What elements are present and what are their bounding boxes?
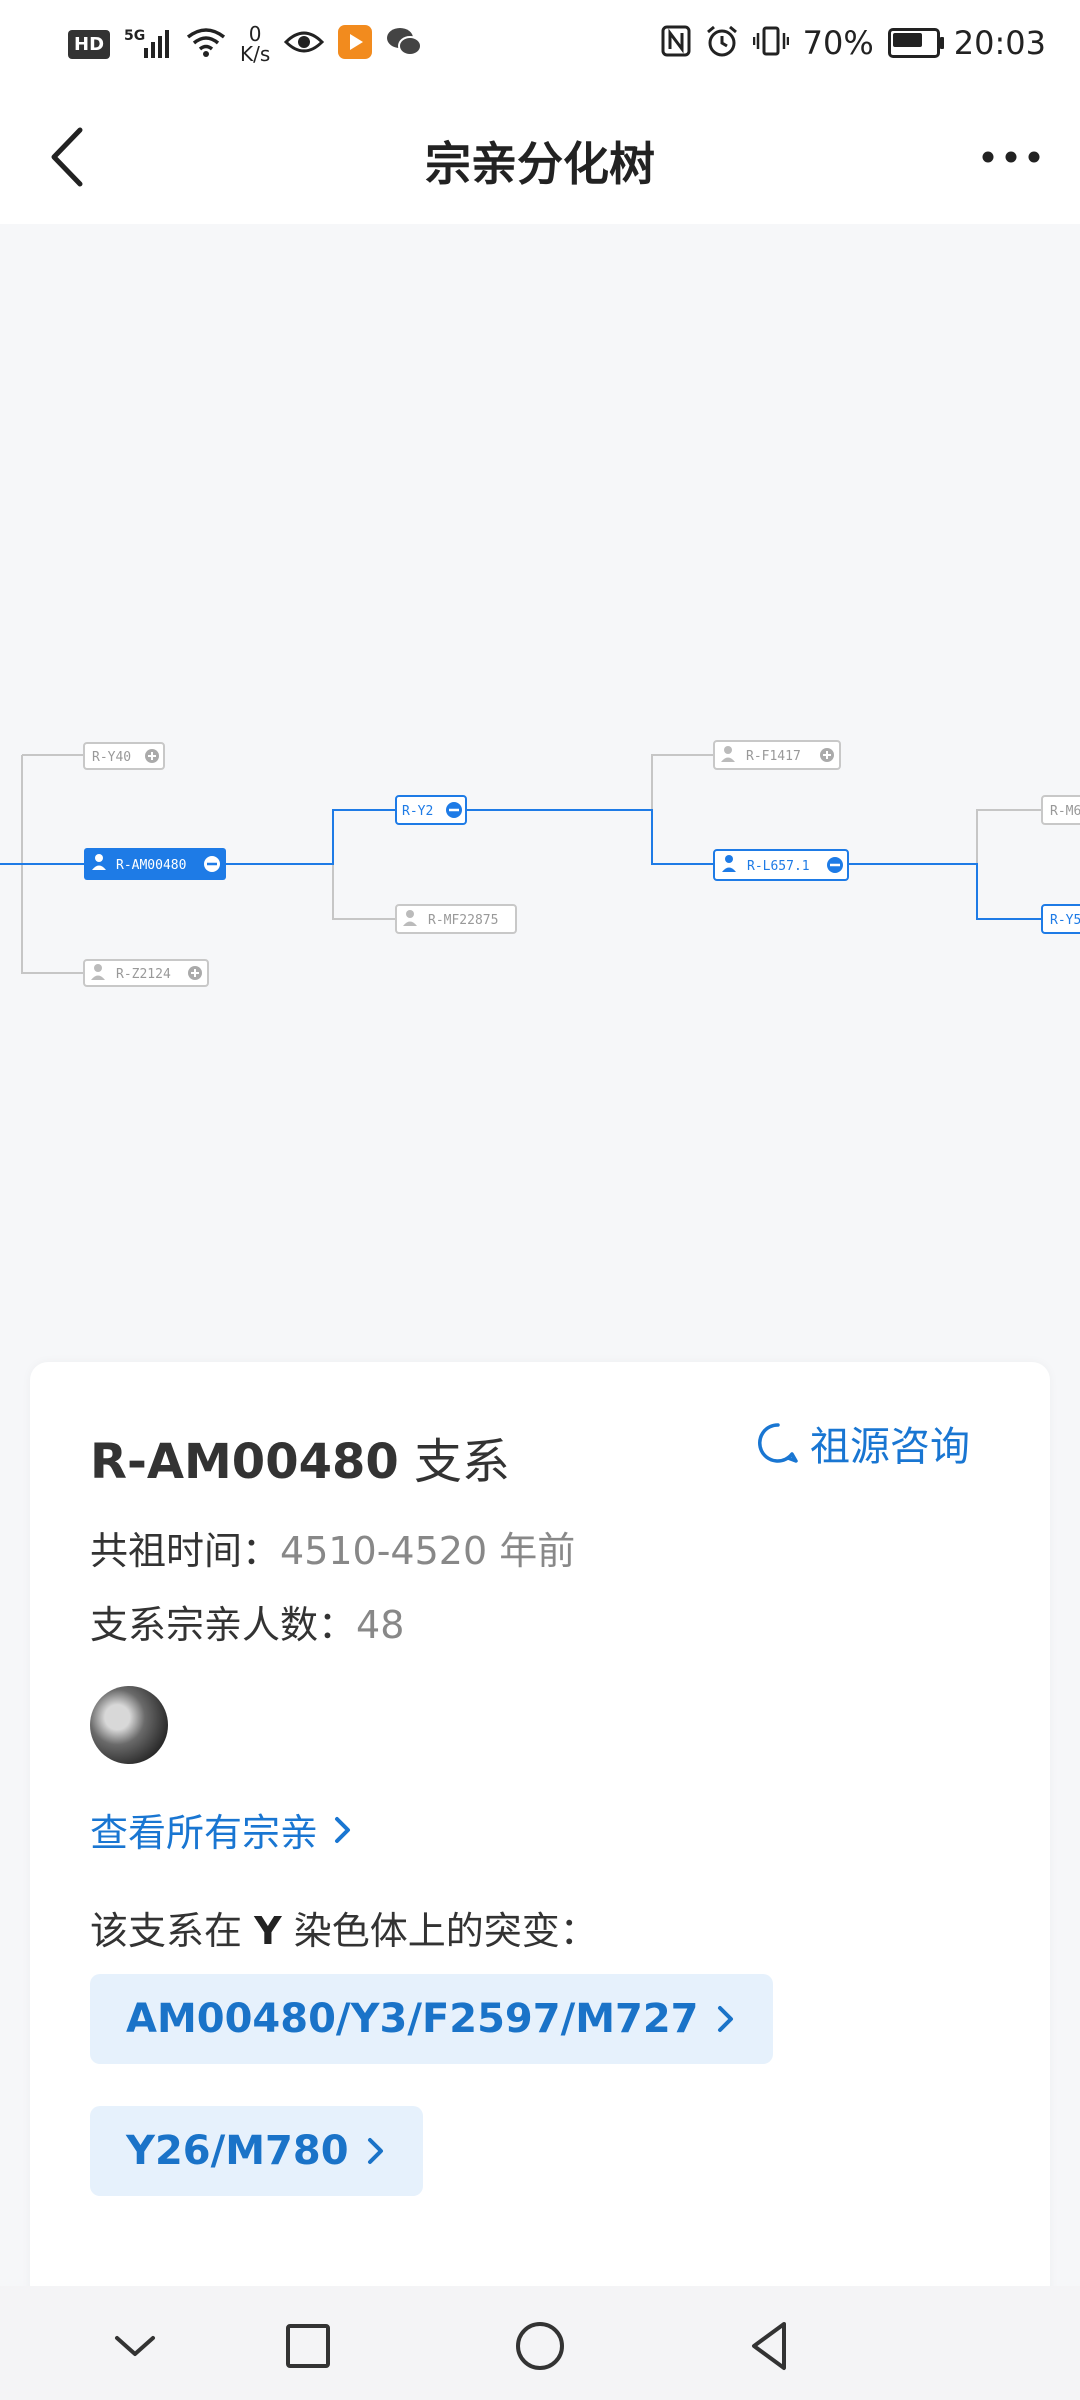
branch-info-card: R-AM00480 支系 祖源咨询 共祖时间：4510-4520 年前 支系宗亲… — [30, 1362, 1050, 2312]
ancestry-consult-label: 祖源咨询 — [810, 1424, 970, 1470]
chevron-right-icon — [717, 2006, 733, 2032]
page-title: 宗亲分化树 — [425, 137, 655, 191]
tree-node-label: R-Y5 — [1050, 913, 1080, 928]
tmrca-row: 共祖时间：4510-4520 年前 — [90, 1520, 575, 1575]
chat-bubble-icon — [758, 1423, 798, 1463]
branch-title-suffix: 支系 — [398, 1434, 511, 1490]
member-count-value: 48 — [356, 1603, 405, 1647]
person-icon — [92, 854, 106, 870]
network-speed-value: 0 — [248, 22, 262, 46]
mutation-chip-label: Y26/M780 — [126, 2128, 349, 2174]
view-all-relatives-label: 查看所有宗亲 — [90, 1811, 319, 1855]
wifi-icon — [186, 26, 226, 62]
lineage-tree-canvas[interactable]: R-Y40 R-AM00480 R-Z2124 — [0, 224, 1080, 1364]
network-speed-unit: K/s — [240, 42, 271, 66]
nav-recents-button[interactable] — [278, 2316, 338, 2376]
battery-icon — [887, 28, 944, 58]
more-dots-icon — [982, 151, 1040, 163]
chevron-down-icon — [115, 2336, 155, 2356]
nav-bar: 宗亲分化树 — [0, 92, 1080, 224]
nav-collapse-button[interactable] — [105, 2316, 165, 2376]
member-count-label: 支系宗亲人数： — [90, 1603, 357, 1647]
battery-percent: 70% — [802, 24, 874, 62]
system-nav-bar — [0, 2286, 1080, 2400]
eye-icon — [284, 28, 325, 60]
mutation-chip[interactable]: AM00480/Y3/F2597/M727 — [90, 1974, 773, 2064]
ancestry-consult-button[interactable]: 祖源咨询 — [756, 1414, 970, 1472]
tree-node-label: R-Y40 — [92, 750, 131, 765]
tree-node-label: R-F1417 — [746, 749, 801, 764]
square-icon — [286, 2324, 330, 2368]
back-button[interactable] — [40, 122, 110, 192]
mutation-chip[interactable]: Y26/M780 — [90, 2106, 423, 2196]
person-icon — [403, 910, 417, 926]
tmrca-label: 共祖时间： — [90, 1529, 281, 1573]
tree-node-z2124[interactable]: R-Z2124 — [83, 959, 209, 987]
nav-home-button[interactable] — [510, 2316, 570, 2376]
mutation-prefix: 该支系在 — [90, 1909, 255, 1953]
mutation-y: Y — [254, 1909, 282, 1953]
mutation-chip-label: AM00480/Y3/F2597/M727 — [126, 1996, 699, 2042]
svg-text:5G: 5G — [124, 28, 145, 44]
chevron-right-icon — [335, 1816, 351, 1843]
tree-node-label: R-AM00480 — [116, 858, 186, 873]
wechat-icon — [386, 26, 423, 62]
tree-node-m6[interactable]: R-M6 — [1041, 795, 1080, 825]
view-all-relatives-link[interactable]: 查看所有宗亲 — [90, 1802, 354, 1857]
tree-node-l657[interactable]: R-L657.1 — [713, 849, 849, 881]
member-count-row: 支系宗亲人数：48 — [90, 1594, 404, 1649]
chevron-right-icon — [367, 2138, 383, 2164]
person-icon — [722, 855, 736, 872]
video-app-icon — [338, 25, 373, 63]
triangle-back-icon — [752, 2322, 786, 2370]
status-bar: HD 5G 0 K/s — [0, 0, 1080, 92]
avatar[interactable] — [90, 1686, 168, 1764]
tmrca-value: 4510-4520 年前 — [280, 1529, 576, 1573]
tree-node-label: R-M6 — [1050, 804, 1080, 819]
tree-node-y5[interactable]: R-Y5 — [1041, 904, 1080, 934]
tree-node-y40[interactable]: R-Y40 — [83, 742, 165, 770]
tree-node-am00480[interactable]: R-AM00480 — [84, 848, 226, 880]
branch-title: R-AM00480 支系 — [90, 1422, 510, 1492]
tree-node-mf22875[interactable]: R-MF22875 — [395, 904, 517, 934]
mutation-suffix: 染色体上的突变： — [281, 1909, 598, 1953]
hd-badge: HD — [68, 29, 111, 59]
clock: 20:03 — [953, 24, 1046, 62]
circle-icon — [516, 2322, 564, 2370]
nav-back-button[interactable] — [740, 2316, 800, 2376]
lineage-tree: R-Y40 R-AM00480 R-Z2124 — [0, 740, 1080, 987]
tree-node-label: R-Y2 — [402, 804, 433, 819]
nfc-icon — [661, 25, 691, 61]
branch-code: R-AM00480 — [90, 1434, 399, 1490]
signal-icon: 5G — [124, 26, 172, 63]
mutation-heading: 该支系在 Y 染色体上的突变： — [90, 1900, 598, 1955]
more-button[interactable] — [976, 132, 1046, 182]
alarm-icon — [705, 24, 739, 62]
person-icon — [91, 964, 105, 980]
vibrate-icon — [752, 25, 789, 61]
network-speed: 0 K/s — [240, 24, 270, 64]
tree-node-label: R-L657.1 — [747, 859, 810, 874]
tree-node-label: R-Z2124 — [116, 967, 171, 982]
tree-node-label: R-MF22875 — [428, 913, 498, 928]
chevron-left-icon — [51, 127, 83, 187]
tree-node-f1417[interactable]: R-F1417 — [713, 740, 841, 770]
person-icon — [721, 746, 735, 762]
tree-node-y2[interactable]: R-Y2 — [395, 795, 467, 825]
